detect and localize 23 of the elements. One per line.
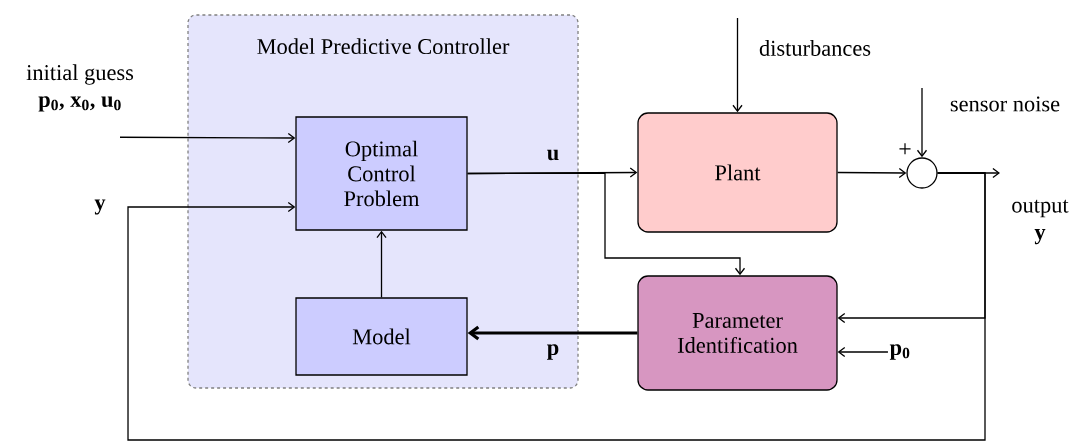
arrow (376, 230, 387, 298)
process-box: Plant (637, 112, 838, 233)
edge-label: y (94, 199, 106, 215)
arrow (837, 167, 907, 179)
arrow (837, 172, 986, 324)
process-box: Model (295, 297, 468, 376)
sign-label: + (899, 143, 911, 155)
process-box: Optimal Control Problem (295, 116, 468, 231)
signal-label: p$_{0}$ (889, 344, 910, 360)
arrow (916, 87, 928, 158)
arrow (732, 17, 743, 113)
signal-label: sensor noise (950, 96, 1060, 112)
arrow (119, 132, 296, 144)
signal-label: output y (1012, 199, 1069, 245)
arrow (837, 346, 889, 358)
process-box: Parameter Identification (637, 275, 838, 391)
arrow (467, 325, 638, 341)
signal-label: disturbances (759, 40, 871, 56)
signal-label: initial guess p$_{0}$, x$_{0}$, u$_{0}$ (26, 64, 134, 112)
arrow (467, 172, 746, 276)
edge-label: p (547, 344, 559, 360)
summing-junction (906, 157, 938, 189)
edge-label: u (547, 149, 559, 161)
